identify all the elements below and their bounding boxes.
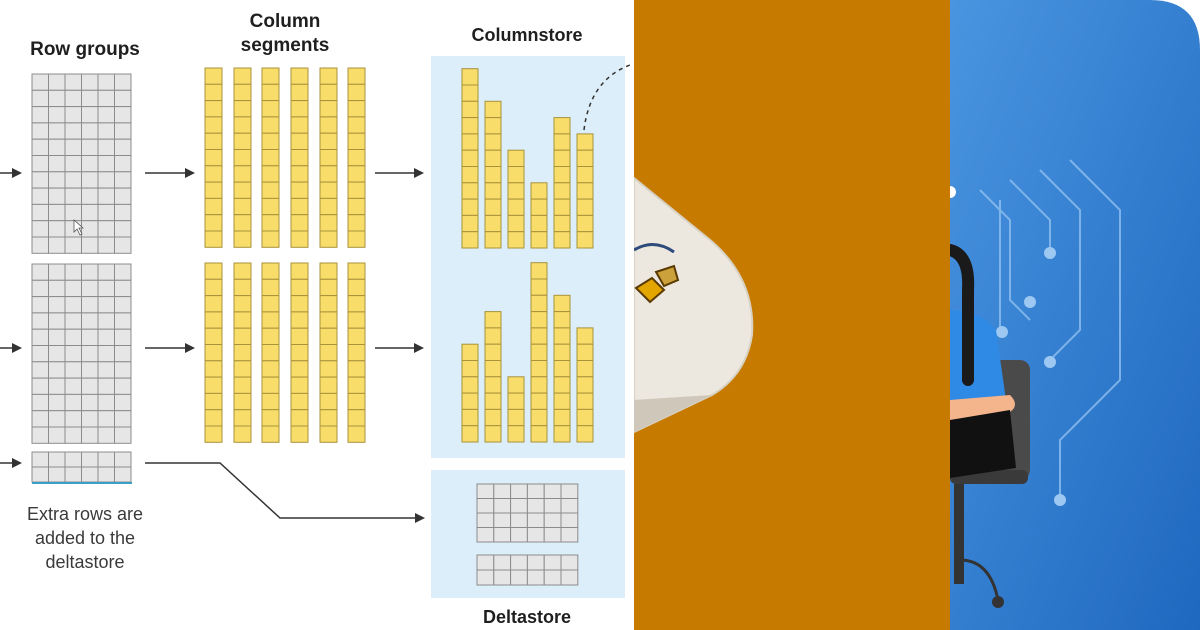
columnstore-label: Columnstore [471, 25, 583, 45]
columnstore-background [431, 56, 625, 458]
columnstore-top-bar-1 [461, 68, 479, 249]
columnstore-diagram-panel: Row groups Column segments Columnstore D… [0, 11, 631, 627]
columnstore-top-bar-5 [553, 117, 571, 249]
columnstore-bottom-bar-3 [507, 376, 525, 443]
columnstore-bottom-bar-6 [576, 327, 594, 443]
arrow-to-deltastore-head [415, 513, 425, 523]
columnstore-top-bar-6 [576, 133, 594, 249]
deltastore-label: Deltastore [482, 607, 572, 627]
columnstore-top-bar-4 [530, 182, 548, 249]
column-segment-bottom-4 [290, 262, 309, 443]
row-groups-label: Row groups [30, 39, 140, 60]
column-segments-label-line1: Column [249, 11, 321, 32]
extra-rows-caption-line1: Extra rows are [26, 504, 144, 524]
input-arrow-3-head [12, 458, 22, 468]
deltastore-grid-2 [476, 554, 579, 586]
arrow-segments-to-columnstore-1-head [414, 168, 424, 178]
arrow-rowgroup-to-segments-1-head [185, 168, 195, 178]
columnstore-bottom-bar-5 [553, 294, 571, 443]
column-segment-top-5 [319, 67, 338, 248]
mouse-pointer-icon [73, 219, 85, 236]
column-segments-label-line2: segments [240, 35, 330, 56]
input-arrow-1-head [12, 168, 22, 178]
row-group-grid-1 [31, 73, 132, 254]
column-segment-top-2 [233, 67, 252, 248]
extra-rows-caption-line3: deltastore [45, 552, 125, 572]
columnstore-top-bar-3 [507, 149, 525, 249]
columnstore-bottom-bar-2 [484, 311, 502, 443]
blue-circuit-panel [950, 0, 1200, 630]
arrow-rowgroup-to-segments-2-head [185, 343, 195, 353]
row-group-grid-2 [31, 263, 132, 444]
column-segment-top-6 [347, 67, 366, 248]
columnstore-bottom-bar-4 [530, 262, 548, 443]
column-segment-top-3 [261, 67, 280, 248]
circuit-person-illustration [950, 0, 1200, 630]
arrow-segments-to-columnstore-2-head [414, 343, 424, 353]
tilted-card-illustration [634, 0, 950, 630]
column-segment-bottom-5 [319, 262, 338, 443]
row-group-grid-partial [31, 451, 132, 483]
column-segment-bottom-1 [204, 262, 223, 443]
arrow-to-deltastore [145, 462, 415, 519]
orange-panel [634, 0, 950, 630]
columnstore-top-bar-2 [484, 100, 502, 249]
input-arrow-2-head [12, 343, 22, 353]
extra-rows-caption-line2: added to the [34, 528, 136, 548]
dashed-connector [583, 64, 631, 131]
columnstore-bottom-bar-1 [461, 343, 479, 443]
column-segment-bottom-3 [261, 262, 280, 443]
column-segment-bottom-6 [347, 262, 366, 443]
column-segment-top-4 [290, 67, 309, 248]
deltastore-grid-1 [476, 483, 579, 543]
columnstore-diagram [0, 56, 631, 598]
column-segment-top-1 [204, 67, 223, 248]
column-segment-bottom-2 [233, 262, 252, 443]
